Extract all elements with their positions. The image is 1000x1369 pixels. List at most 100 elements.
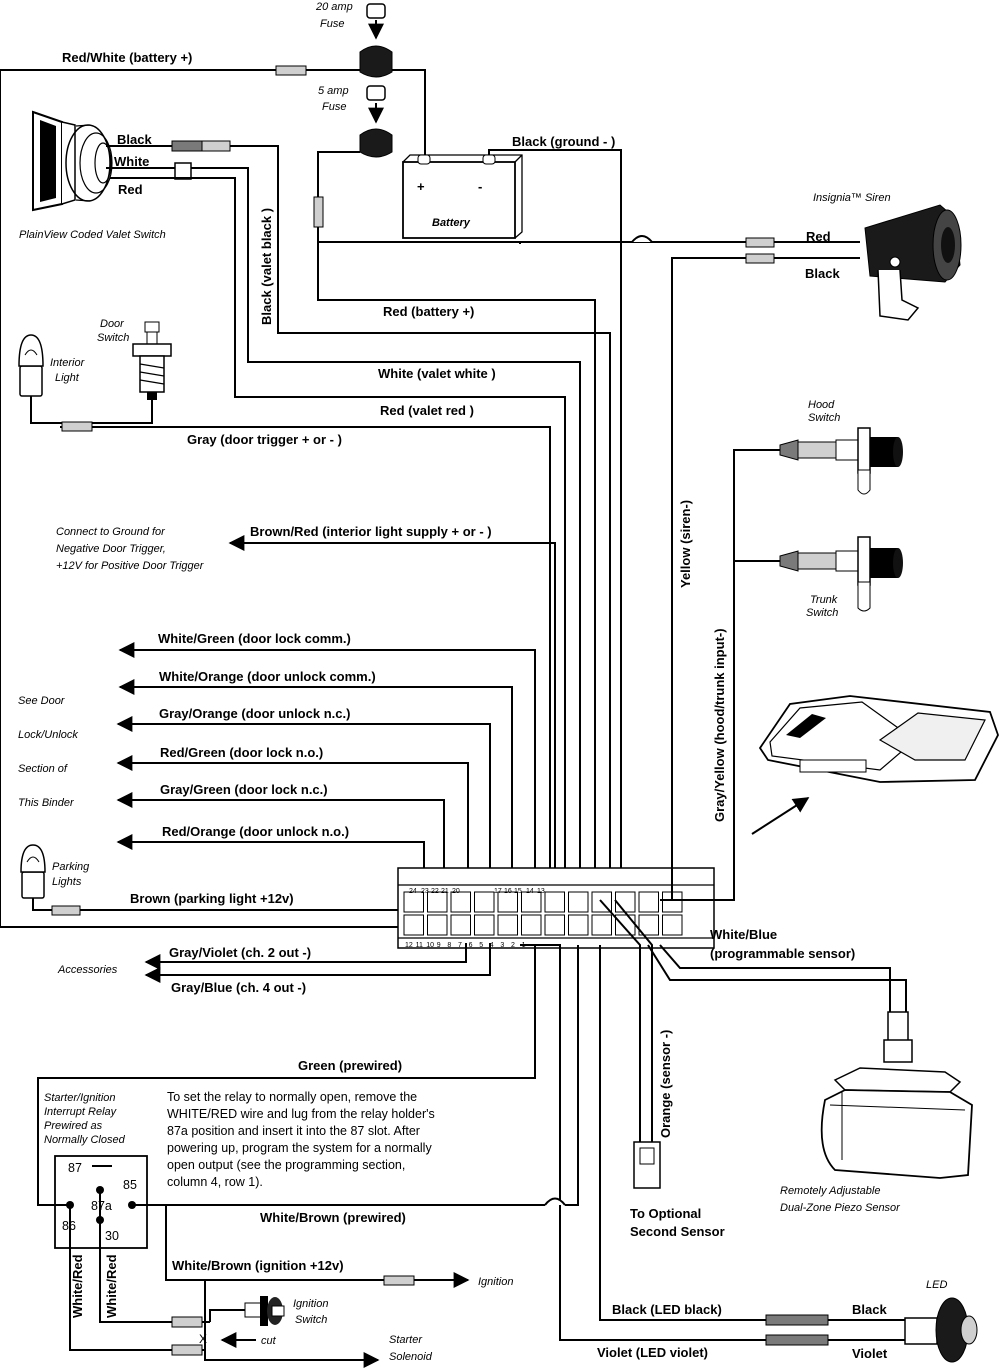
label-hood-1: Hood <box>808 399 835 411</box>
label-interior-light-2: Light <box>55 372 80 384</box>
connector-cell-bottom <box>427 914 448 936</box>
label-white-red-2: White/Red <box>104 1254 119 1318</box>
relay-pin-86: 86 <box>62 1219 76 1233</box>
relay-instructions-2: WHITE/RED wire and lug from the relay ho… <box>167 1107 435 1121</box>
connector-cell-top <box>450 891 471 913</box>
label-led-black: Black <box>852 1302 887 1317</box>
relay-label-3: Prewired as <box>44 1120 103 1132</box>
label-green-prewired: Green (prewired) <box>298 1058 402 1073</box>
label-gray-green: Gray/Green (door lock n.c.) <box>160 782 328 797</box>
connector-pin-label: 7 <box>458 942 462 949</box>
connector-pin-label: 22 <box>431 888 439 895</box>
label-white-blue-2: (programmable sensor) <box>710 946 855 961</box>
fuse-20amp: 20 amp Fuse <box>315 1 393 78</box>
note-door-lock-2: Lock/Unlock <box>18 729 78 741</box>
trunk-switch <box>779 536 903 612</box>
connector-cell-top <box>521 891 542 913</box>
label-interior-light-1: Interior <box>50 357 86 369</box>
fuse5-label-2: Fuse <box>322 101 346 113</box>
connector-cell-bottom <box>450 914 471 936</box>
label-valet-black-short: Black <box>117 132 152 147</box>
label-white-blue-1: White/Blue <box>710 927 777 942</box>
connector-pin-label: 6 <box>469 942 473 949</box>
label-hood-2: Switch <box>808 412 840 424</box>
connector-pin-label: 12 <box>405 942 413 949</box>
connector-pin-label: 11 <box>416 942 423 949</box>
connector-cell-top <box>544 891 565 913</box>
label-ignition-switch-2: Switch <box>295 1314 327 1326</box>
label-yellow-siren: Yellow (siren-) <box>678 500 693 588</box>
label-red-white-battery: Red/White (battery +) <box>62 50 192 65</box>
label-brown-red: Brown/Red (interior light supply + or - … <box>250 524 492 539</box>
label-gray-door-trigger: Gray (door trigger + or - ) <box>187 432 342 447</box>
label-parking-1: Parking <box>52 861 90 873</box>
label-valet-white-short: White <box>114 154 149 169</box>
label-white-orange: White/Orange (door unlock comm.) <box>159 669 376 684</box>
remote-transmitter <box>758 695 999 783</box>
relay-instructions-4: powering up, program the system for a no… <box>167 1141 432 1155</box>
led <box>904 1297 978 1363</box>
note-ground-1: Connect to Ground for <box>56 526 166 538</box>
connector-cell-bottom <box>591 914 612 936</box>
label-red-green: Red/Green (door lock n.o.) <box>160 745 323 760</box>
connector-pin-label: 5 <box>479 942 483 949</box>
label-black-led: Black (LED black) <box>612 1302 722 1317</box>
label-piezo-1: Remotely Adjustable <box>780 1185 880 1197</box>
relay-instructions-1: To set the relay to normally open, remov… <box>167 1090 417 1104</box>
relay-label-4: Normally Closed <box>44 1134 126 1146</box>
label-white-valet-white: White (valet white ) <box>378 366 496 381</box>
label-gray-yellow: Gray/Yellow (hood/trunk input-) <box>712 628 727 822</box>
label-ignition: Ignition <box>478 1276 513 1288</box>
connector-cell-top <box>615 891 636 913</box>
connector-cell-top <box>497 891 518 913</box>
cut-mark: X <box>199 1332 207 1346</box>
connector-cell-top <box>403 891 424 913</box>
relay-instructions-3: 87a position and insert it into the 87 s… <box>167 1124 420 1138</box>
label-led-violet: Violet <box>852 1346 888 1361</box>
label-white-brown-prewired: White/Brown (prewired) <box>260 1210 406 1225</box>
label-led: LED <box>926 1279 947 1291</box>
connector-pin-label: 17 <box>494 888 502 895</box>
door-switch <box>132 321 172 400</box>
connector-cell-bottom <box>474 914 495 936</box>
label-gray-blue: Gray/Blue (ch. 4 out -) <box>171 980 306 995</box>
label-white-green: White/Green (door lock comm.) <box>158 631 351 646</box>
connector-cell-bottom <box>615 914 636 936</box>
fuse-5amp: 5 amp Fuse <box>318 85 393 158</box>
connector-pin-label: 16 <box>504 888 512 895</box>
siren <box>864 204 962 321</box>
connector-cell-bottom <box>568 914 589 936</box>
label-starter-2: Solenoid <box>389 1351 433 1363</box>
label-violet-led: Violet (LED violet) <box>597 1345 708 1360</box>
connector-pin-label: 14 <box>526 888 534 895</box>
note-door-lock-1: See Door <box>18 695 66 707</box>
battery-minus: - <box>478 179 482 194</box>
hood-switch <box>779 427 903 495</box>
label-white-brown-ignition: White/Brown (ignition +12v) <box>172 1258 344 1273</box>
relay-pin-87a: 87a <box>91 1199 112 1213</box>
label-cut: cut <box>261 1335 277 1347</box>
connector-cell-bottom <box>521 914 542 936</box>
label-gray-orange: Gray/Orange (door unlock n.c.) <box>159 706 350 721</box>
label-piezo-2: Dual-Zone Piezo Sensor <box>780 1202 901 1214</box>
connector-pin-label: 21 <box>441 888 449 895</box>
connector-pin-label: 23 <box>421 888 429 895</box>
ignition-switch <box>244 1296 285 1326</box>
label-ignition-switch-1: Ignition <box>293 1298 328 1310</box>
relay-instructions-6: column 4, row 1). <box>167 1175 263 1189</box>
label-door-switch-1: Door <box>100 318 125 330</box>
connector-cell-top <box>638 891 659 913</box>
label-white-red-1: White/Red <box>70 1254 85 1318</box>
fuse5-label-1: 5 amp <box>318 85 349 97</box>
connector-pin-label: 3 <box>500 942 504 949</box>
battery: + - Battery <box>402 154 523 239</box>
connector-pin-label: 20 <box>452 888 460 895</box>
connector-pin-label: 15 <box>514 888 522 895</box>
connector-pin-label: 4 <box>490 942 494 949</box>
connector-pin-label: 13 <box>537 888 545 895</box>
label-trunk-2: Switch <box>806 607 838 619</box>
label-door-switch-2: Switch <box>97 332 129 344</box>
connector-cell-top <box>474 891 495 913</box>
label-accessories: Accessories <box>57 964 118 976</box>
